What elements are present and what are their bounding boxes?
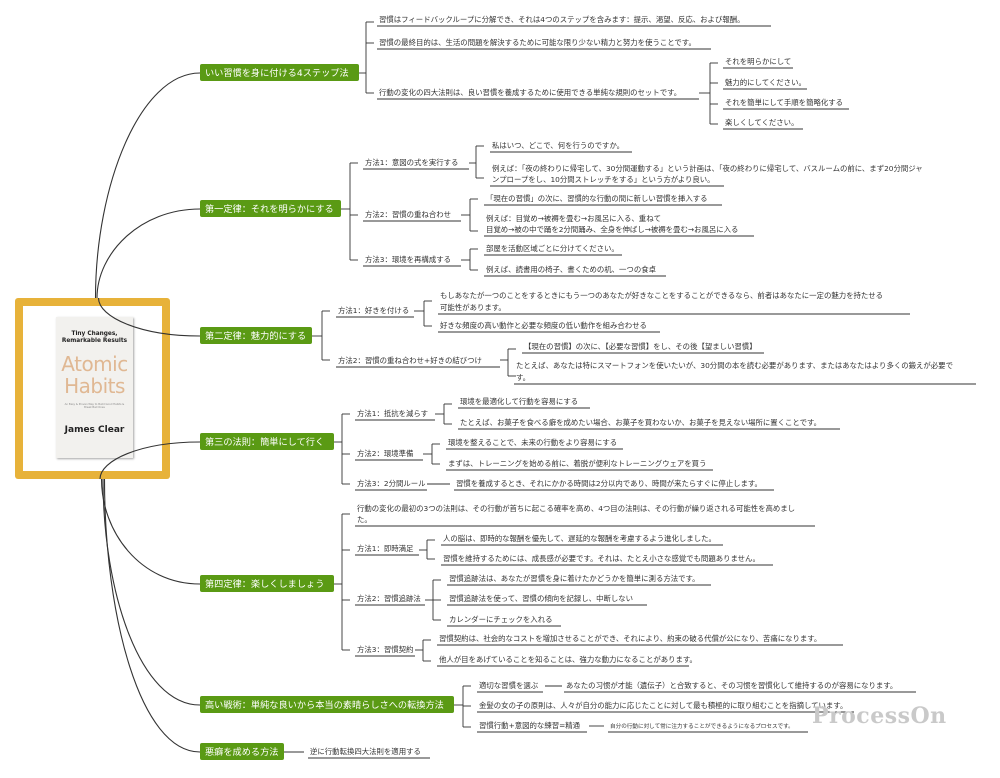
b5-m3-item-b-text: 他人が目をあげていることを知ることは、強力な動力になることがあります。 bbox=[439, 655, 697, 664]
branch-bad-habits-box bbox=[200, 743, 284, 760]
b4-m3-item-a-text: 習慣を養成するとき、それにかかる時間は2分以内であり、時間が来たらすぐに停止しま… bbox=[456, 479, 762, 488]
b2-method-1-text: 方法1：意図の式を実行する bbox=[365, 158, 458, 167]
book-frame: Tiny Changes, Remarkable Results Atomic … bbox=[15, 298, 170, 479]
book-tagline-1: Tiny Changes, bbox=[71, 331, 118, 337]
branch-4-steps-box bbox=[200, 64, 359, 81]
branch-bad-habits-label: 悪癖を成める方法 bbox=[205, 746, 279, 758]
b4-method-2-text: 方法2：環境準備 bbox=[357, 449, 413, 458]
branch-second-law: 第二定律：魅力的にする bbox=[200, 327, 312, 344]
b1-law-4-text: 楽しくしてください。 bbox=[725, 118, 798, 127]
b3-m1-item-a-line1: もしあなたが一つのことをするときにもう一つのあなたが好きなことをすることができる… bbox=[440, 291, 883, 300]
branch-fourth-law-label: 第四定律：楽しくしましょう bbox=[205, 578, 324, 590]
b2-m1-item-a-text: 私はいつ、どこで、何を行うのですか。 bbox=[492, 141, 624, 150]
b3-m1-item-a-text: 可能性があります。 bbox=[440, 303, 506, 312]
b5-m2-item-a-text: 習慣追跡法は、あなたが習慣を身に着けたかどうかを簡単に測る方法です。 bbox=[449, 574, 700, 583]
book-image-area: Tiny Changes, Remarkable Results Atomic … bbox=[23, 306, 162, 471]
branch-4-steps-label: いい習慣を身に付ける4ステップ法 bbox=[205, 67, 349, 79]
b2-m2-item-b-text: 目覚め→被の中で踊を2分間踊み、全身を伸ばし→被褥を畳む→お風呂に入る bbox=[486, 225, 738, 234]
b2-m2-item-a-text: 「現在の習慣」の次に、習慣的な行動の間に新しい習慣を挿入する bbox=[486, 194, 708, 203]
trunk-line-5 bbox=[100, 478, 201, 585]
b5-note-line1: 行動の変化の最初の3つの法則は、その行動が首ちに起こる確率を高め、4つ目の法則は… bbox=[357, 504, 795, 513]
branch-fourth-law-box bbox=[200, 575, 334, 592]
b5-m1-item-b-text: 習慣を維持するためには、成長感が必要です。それは、たとえ小さな感覚でも問題ありま… bbox=[443, 554, 760, 563]
b2-m1-item-b-line1: 例えば：「夜の終わりに帰宅して、30分間運動する」という計画は、「夜の終わりに帰… bbox=[492, 164, 923, 173]
processon-watermark: ProcessOn bbox=[812, 703, 947, 729]
b6-method-1-text: 適切な習慣を選ぶ bbox=[479, 681, 539, 690]
branch-advanced-tactics: 高い戦術：単純な良いから本当の素晴らしさへの転換方法 bbox=[200, 696, 454, 713]
book-title: Atomic Habits bbox=[56, 353, 133, 397]
b7-method-1-text: 逆に行動転換四大法則を適用する bbox=[310, 747, 421, 756]
branch-first-law-label: 第一定律：それを明らかにする bbox=[205, 203, 334, 215]
b5-m3-item-a-text: 習慣契約は、社会的なコストを増加させることができ、それにより、約束の破る代償が公… bbox=[439, 634, 821, 643]
b4-method-3-text: 方法3：2分間ルール bbox=[357, 479, 426, 488]
branch-third-law-label: 第三の法則：簡単にして行く bbox=[205, 436, 324, 448]
branch-advanced-tactics-label: 高い戦術：単純な良いから本当の素晴らしさへの転換方法 bbox=[205, 699, 444, 711]
book-cover-image: Tiny Changes, Remarkable Results Atomic … bbox=[56, 317, 133, 458]
trunk-line-6 bbox=[102, 478, 201, 706]
trunk-line-2 bbox=[96, 208, 201, 299]
b3-m1-item-b-text: 好きな頻度の高い動作と必要な頻度の低い動作を組み合わせる bbox=[440, 321, 647, 330]
book-subtitle: An Easy & Proven Way to Build Good Habit… bbox=[64, 403, 125, 410]
book-title-1: Atomic bbox=[61, 352, 128, 376]
trunk-line-3 bbox=[97, 297, 201, 337]
trunk-line-1 bbox=[94, 72, 201, 299]
b3-m2-item-b-line1: たとえば、あなたは特にスマートフォンを使いたいが、30分間の本を読む必要がありま… bbox=[516, 361, 953, 370]
b5-method-1-text: 方法1：即時満足 bbox=[357, 544, 414, 553]
b5-note-text: た。 bbox=[357, 515, 372, 524]
b4-method-1-text: 方法1：抵抗を減らす bbox=[357, 409, 428, 418]
b5-m2-item-b-text: 習慣追跡法を使って、習慣の傾向を記録し、中断しない bbox=[449, 594, 633, 603]
book-tagline: Tiny Changes, Remarkable Results bbox=[56, 331, 133, 345]
b3-m2-item-b-text: す。 bbox=[516, 373, 530, 382]
branch-second-law-box bbox=[200, 327, 312, 344]
b6-m3-item-a: 自分の行動に対して常に注力することができるようになるプロセスです。 bbox=[610, 722, 794, 730]
trunk-line-4 bbox=[99, 441, 201, 480]
b5-method-2-text: 方法2：習慣追跡法 bbox=[357, 594, 421, 603]
b2-m1-item-b-text: ンプロープをし、10分間ストレッチをする」という方がより良い。 bbox=[492, 175, 715, 184]
b3-method-1-text: 方法1：好きを付ける bbox=[338, 306, 409, 315]
b6-m1-item-a-text: あなたの习惯が才能（遺伝子）と合致すると、その习惯を習慣化して維持するのが容易に… bbox=[566, 681, 897, 690]
b1-note-2-text: 習慣の最終目的は、生活の問題を解決するために可能な限り少ない精力と努力を使うこと… bbox=[379, 38, 696, 47]
b1-law-1-text: それを明らかにして bbox=[725, 57, 791, 66]
connector-lines bbox=[94, 21, 976, 759]
b2-method-3-text: 方法3：環境を再構成する bbox=[365, 255, 451, 264]
b4-m1-item-b-text: たとえば、お菓子を食べる癖を成めたい場合、お菓子を買わないか、お菓子を見えない場… bbox=[460, 418, 821, 427]
branch-third-law: 第三の法則：簡単にして行く bbox=[200, 433, 334, 450]
b6-method-2-text: 金髪の女の子の原則は、人々が自分の能力に応じたことに対して最も積極的に取り組むこ… bbox=[479, 701, 847, 710]
b2-m3-item-b-text: 例えば、読書用の椅子、書くための机、一つの食卓 bbox=[486, 265, 656, 274]
branch-first-law-box bbox=[200, 200, 341, 217]
b3-m2-item-a-text: 【現在の習慣】の次に、【必要な習慣】をし、その後【望ましい習慣】 bbox=[524, 342, 757, 351]
b1-note-3-text: 行動の変化の四大法則は、良い習慣を養成するために使用できる単純な規則のセットです… bbox=[379, 88, 681, 97]
branch-first-law: 第一定律：それを明らかにする bbox=[200, 200, 341, 217]
b2-m3-item-a-text: 部屋を活動区域ごとに分けてください。 bbox=[486, 244, 619, 253]
book-title-2: Habits bbox=[64, 374, 125, 398]
branch-4-steps: いい習慣を身に付ける4ステップ法 bbox=[200, 64, 359, 81]
b1-law-2-text: 魅力的にしてください。 bbox=[725, 78, 806, 87]
branch-advanced-tactics-box bbox=[200, 696, 454, 713]
branch-fourth-law: 第四定律：楽しくしましょう bbox=[200, 575, 334, 592]
branch-third-law-box bbox=[200, 433, 334, 450]
b2-method-2-text: 方法2：習慣の重ね合わせ bbox=[365, 210, 451, 219]
b1-note-1-text: 習慣はフィードバックループに分解でき、それは4つのステップを含みます：提示、渇望… bbox=[379, 15, 745, 24]
b4-m2-item-b-text: まずは、トレーニングを始める前に、着脱が便利なトレーニングウェアを買う bbox=[448, 459, 706, 468]
main-branches: いい習慣を身に付ける4ステップ法第一定律：それを明らかにする第二定律：魅力的にす… bbox=[200, 64, 454, 760]
b3-method-2-text: 方法2：習慣の重ね合わせ+好きの結びつけ bbox=[338, 356, 482, 365]
book-author: James Clear bbox=[64, 425, 125, 435]
b1-law-3-text: それを簡単にして手順を簡略化する bbox=[725, 98, 843, 107]
b4-m1-item-a-text: 環境を最適化して行動を容易にする bbox=[460, 397, 578, 406]
branch-second-law-label: 第二定律：魅力的にする bbox=[205, 330, 306, 342]
b5-m2-item-c-text: カレンダーにチェックを入れる bbox=[449, 615, 552, 624]
trunk-line-7 bbox=[103, 478, 201, 753]
b5-m1-item-a-text: 人の脳は、即時的な報酬を優先して、遅延的な報酬を考慮するよう進化しました。 bbox=[443, 534, 716, 543]
node-labels: 習慣はフィードバックループに分解でき、それは4つのステップを含みます：提示、渇望… bbox=[310, 15, 953, 756]
b4-m2-item-a-text: 環境を整えることで、未来の行動をより容易にする bbox=[448, 438, 617, 447]
branch-bad-habits: 悪癖を成める方法 bbox=[200, 743, 284, 760]
b6-method-3-text: 習慣行動+意図的な練習=精通 bbox=[479, 721, 581, 730]
b5-method-3-text: 方法3：習慣契約 bbox=[357, 645, 413, 654]
book-tagline-2: Remarkable Results bbox=[61, 338, 128, 344]
b2-m2-item-b-line1: 例えば：目覚め→被褥を畳む→お風呂に入る、重ねて bbox=[486, 214, 661, 223]
